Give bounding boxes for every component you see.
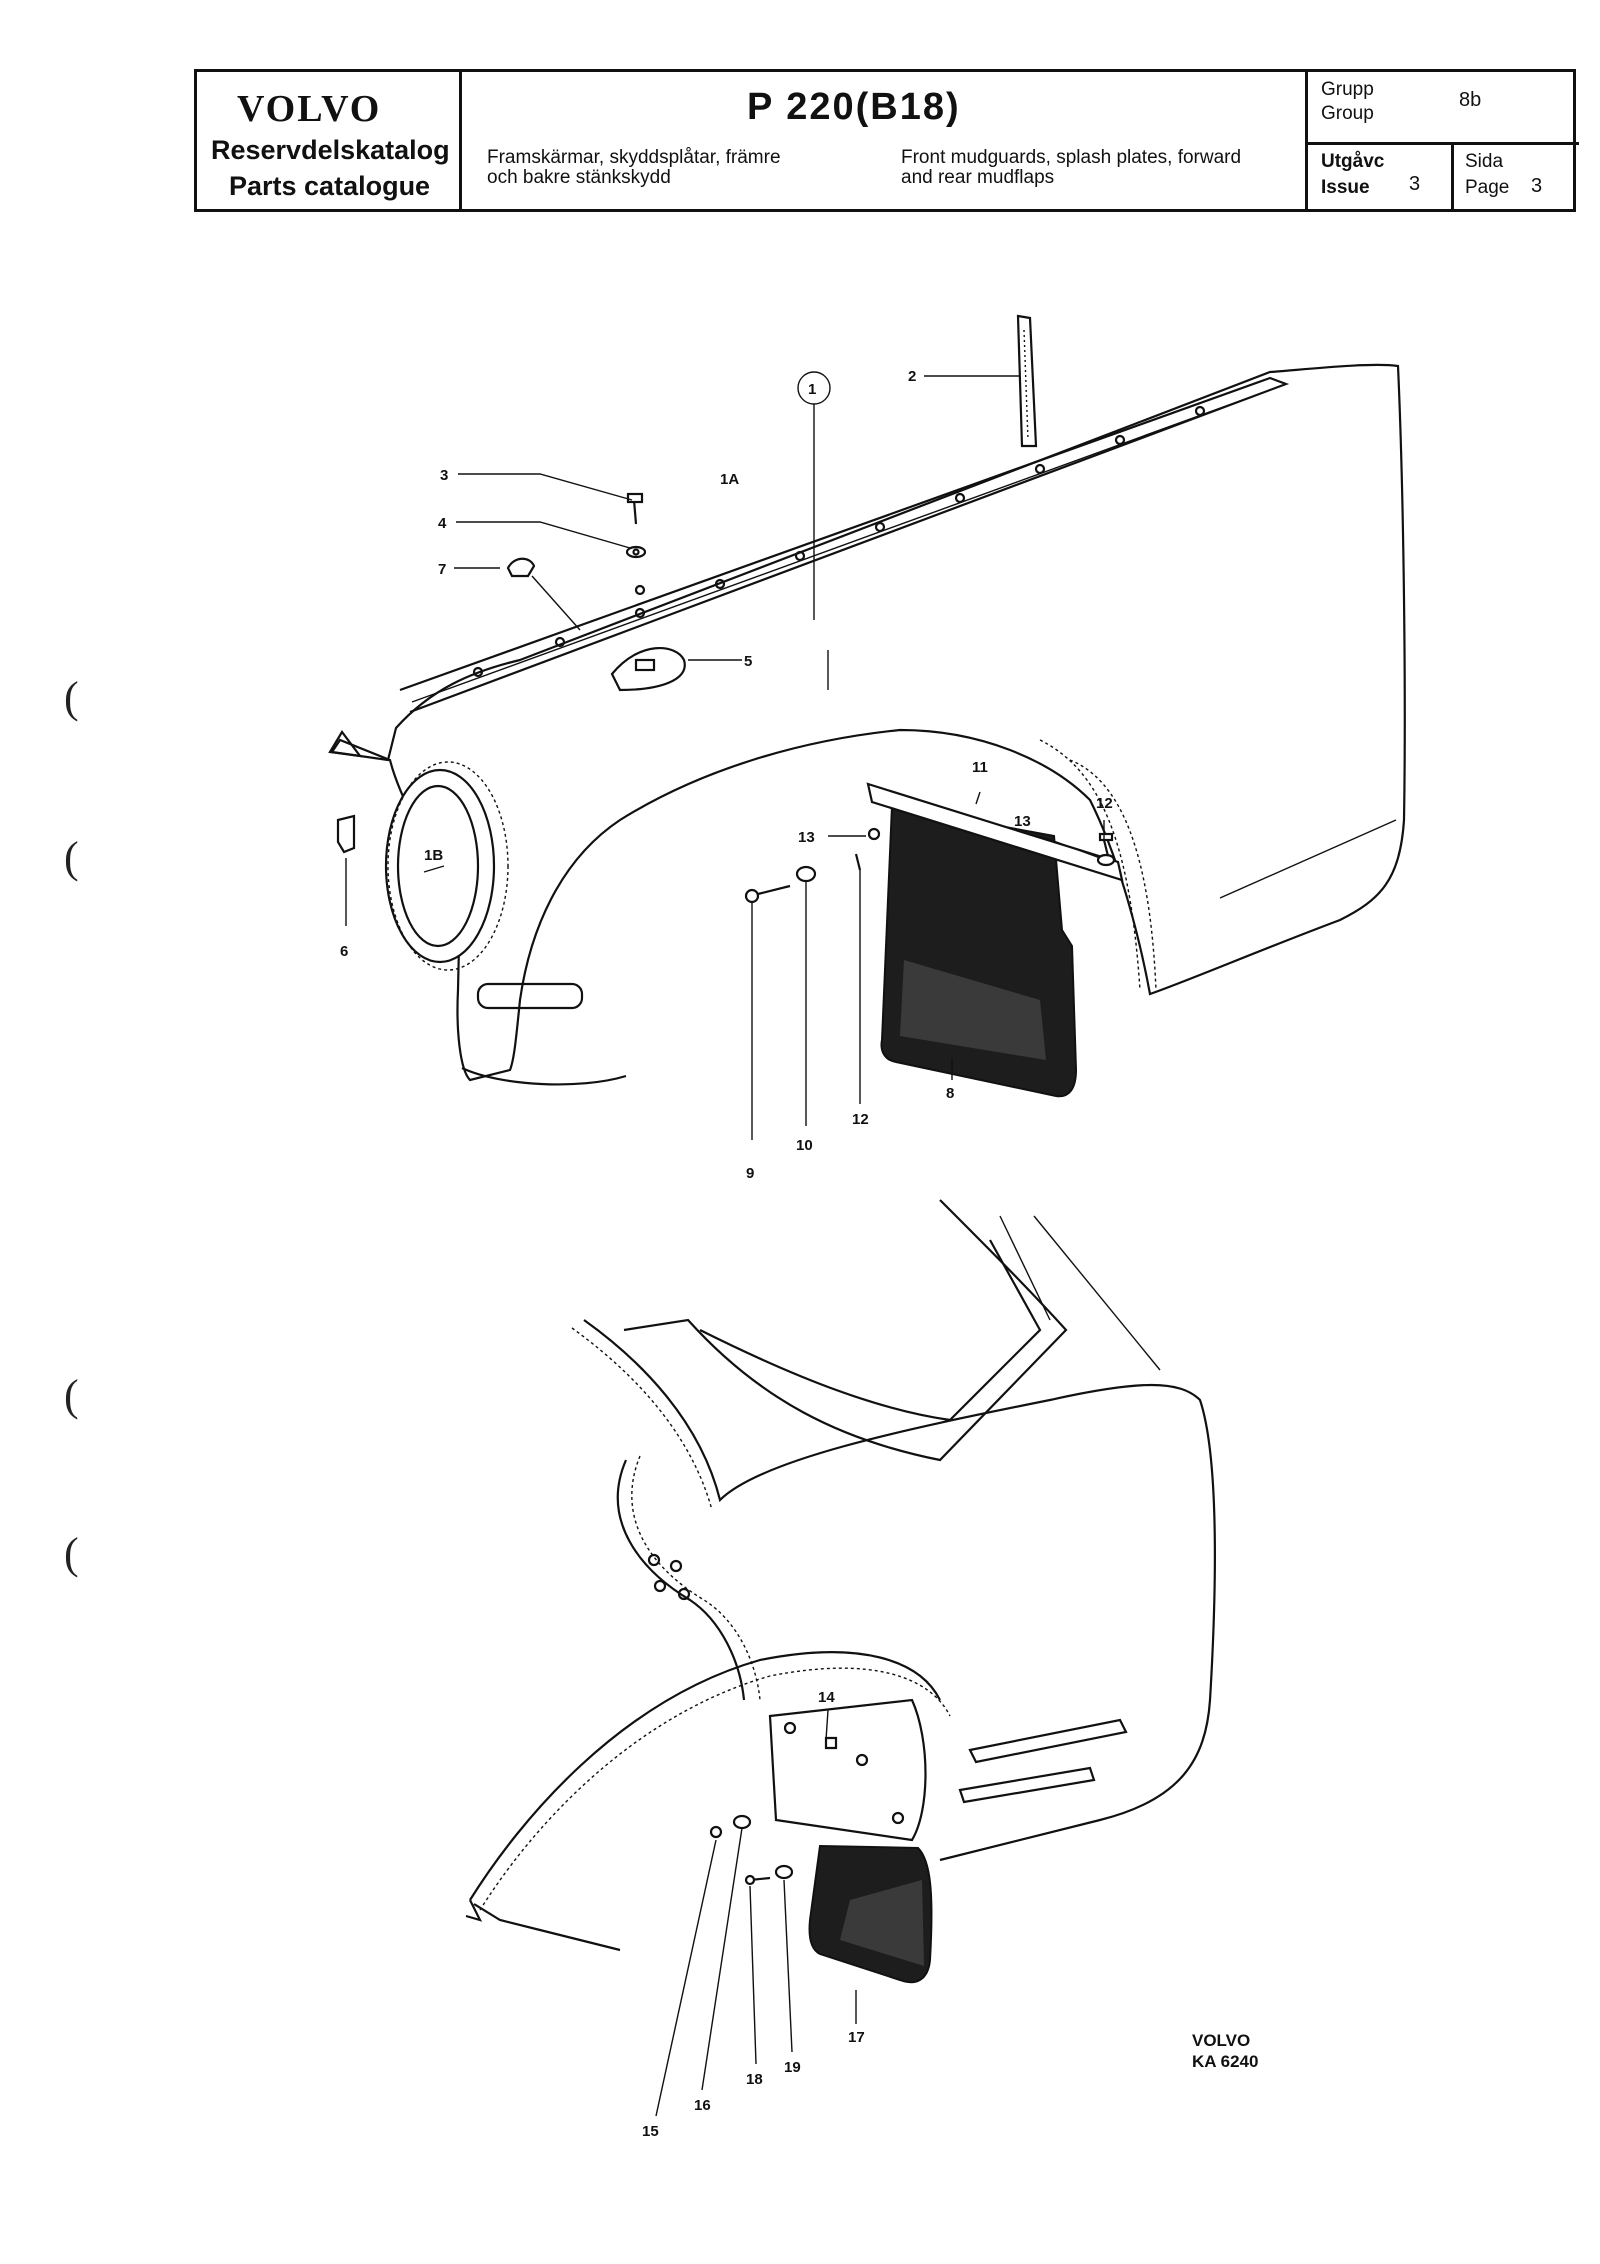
front-fender <box>328 363 1406 1086</box>
rear-sill-end <box>465 1899 483 1922</box>
footer-brand: VOLVO <box>1192 2031 1251 2050</box>
callout-19: 19 <box>784 2059 801 2076</box>
group-label-sv: Grupp <box>1321 79 1374 100</box>
callout-circle <box>797 371 831 405</box>
callout-13-right: 13 <box>1014 813 1031 830</box>
footer-code: KA 6240 <box>1192 2052 1259 2072</box>
front-tab <box>328 730 363 758</box>
header-divider <box>1305 72 1308 209</box>
rear-sill <box>473 1903 621 1952</box>
fender-plug <box>610 647 686 692</box>
margin-mark: ( <box>64 833 79 882</box>
rear-fasteners <box>709 1814 794 1886</box>
catalog-title-en: Parts catalogue <box>229 171 431 201</box>
rear-mudflap <box>808 1844 933 1984</box>
description-sv-line2: och bakre stänkskydd <box>487 167 671 188</box>
flange-holes <box>472 405 1206 678</box>
headlamp-opening <box>396 784 480 948</box>
wheel-arch-inner <box>1069 759 1157 991</box>
front-mudflap <box>866 782 1124 1098</box>
callout-12-lower: 12 <box>852 1111 869 1128</box>
catalog-title-sv: Reservdelskatalog <box>211 135 450 165</box>
margin-mark: ( <box>64 673 79 722</box>
fender-bottom <box>461 1067 627 1086</box>
leader-lines <box>345 375 1105 2117</box>
callout-15: 15 <box>642 2123 659 2140</box>
headlamp-ring <box>384 768 496 964</box>
callout-4: 4 <box>438 515 447 532</box>
callout-8: 8 <box>946 1085 954 1102</box>
callout-1: 1 <box>808 381 816 398</box>
issue-label-en: Issue <box>1321 177 1370 198</box>
callout-3: 3 <box>440 467 448 484</box>
callout-18: 18 <box>746 2071 763 2088</box>
door-jamb-edge <box>631 1455 761 1701</box>
callout-12-right: 12 <box>1096 795 1113 812</box>
rear-quarter-panel <box>465 1199 1216 1952</box>
callout-16: 16 <box>694 2097 711 2114</box>
group-value: 8b <box>1459 89 1482 111</box>
model-title: P 220(B18) <box>747 86 961 128</box>
header-divider <box>1451 142 1454 209</box>
header-divider <box>459 72 462 209</box>
page-label-sv: Sida <box>1465 151 1504 172</box>
parking-light-opening <box>476 982 584 1010</box>
fender-crease <box>1219 819 1397 899</box>
margin-mark: ( <box>64 1529 79 1578</box>
door-jamb <box>616 1459 746 1701</box>
description-en-line2: and rear mudflaps <box>901 167 1055 188</box>
description-sv-line1: Framskärmar, skyddsplåtar, främre <box>487 147 781 168</box>
callout-11: 11 <box>972 759 988 776</box>
roof-line <box>1033 1215 1161 1371</box>
callout-7: 7 <box>438 561 446 578</box>
rear-splash-plate <box>768 1698 927 1842</box>
callout-9: 9 <box>746 1165 754 1182</box>
seal-strip <box>1016 314 1038 448</box>
wheel-arch-inner <box>1039 739 1141 991</box>
page-label-en: Page <box>1465 177 1510 198</box>
rear-wheel-arch-edge <box>479 1667 951 1911</box>
rear-window <box>623 1199 1068 1462</box>
callout-10: 10 <box>796 1137 813 1154</box>
page-value: 3 <box>1531 175 1543 197</box>
rear-body-edge <box>571 1327 713 1511</box>
callout-6: 6 <box>340 943 348 960</box>
group-label-en: Group <box>1321 103 1374 124</box>
callout-2: 2 <box>908 368 916 385</box>
description-en-line1: Front mudguards, splash plates, forward <box>901 147 1242 168</box>
margin-mark: ( <box>64 1371 79 1420</box>
rear-side-trim <box>968 1718 1128 1764</box>
fender-top-flange <box>399 376 1290 714</box>
callout-17: 17 <box>848 2029 865 2046</box>
rear-wheel-arch <box>469 1651 941 1901</box>
drawing-reference: VOLVO KA 6240 <box>1192 2030 1258 2073</box>
callout-13-left: 13 <box>798 829 815 846</box>
rear-window-inner <box>699 1239 1042 1422</box>
headlamp-ring-edge <box>387 761 509 971</box>
callout-1b: 1B <box>424 847 443 864</box>
callout-14: 14 <box>818 1689 835 1706</box>
issue-value: 3 <box>1409 173 1421 195</box>
rear-body-outline <box>583 1319 1216 1862</box>
fender-top-flange-edge <box>411 389 1271 703</box>
header-divider <box>1305 142 1579 145</box>
rear-side-trim <box>958 1766 1096 1804</box>
screw-and-washer <box>625 492 647 559</box>
front-bracket <box>336 814 356 854</box>
callout-1a: 1A <box>720 471 739 488</box>
mudflap-bracket <box>866 782 1124 882</box>
brand-logo: VOLVO <box>237 88 382 130</box>
fender-body <box>330 363 1406 1082</box>
header-table: VOLVO Reservdelskatalog Parts catalogue … <box>194 69 1579 212</box>
roof-line <box>999 1215 1051 1321</box>
front-fasteners <box>744 827 1116 904</box>
issue-label-sv: Utgåvc <box>1321 151 1385 172</box>
callout-5: 5 <box>744 653 752 670</box>
fender-clip <box>506 557 536 578</box>
